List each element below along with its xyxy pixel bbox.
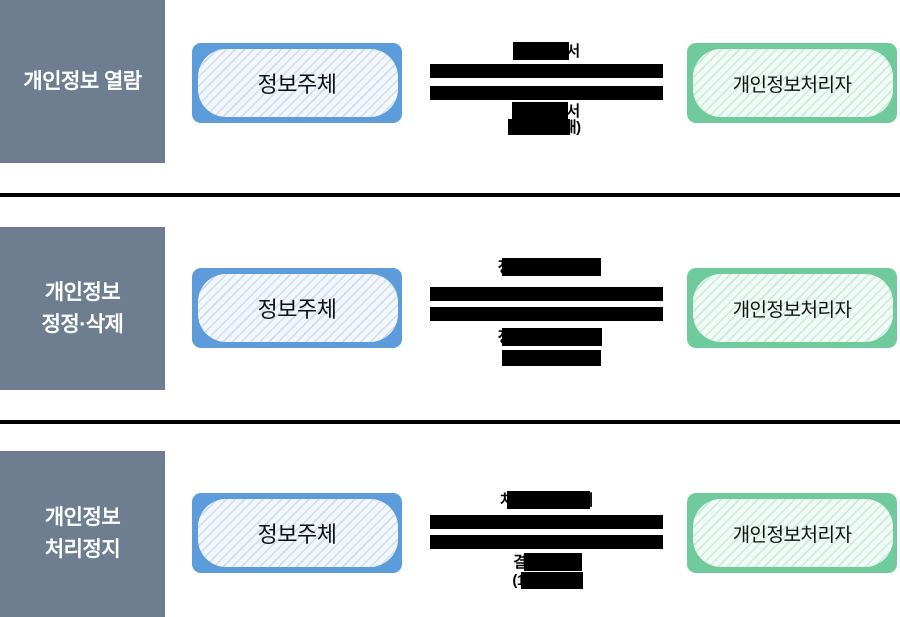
redaction-box	[502, 350, 601, 366]
response-arrow-bar	[430, 86, 663, 100]
data-subject-label: 정보주체	[257, 297, 337, 322]
redaction-box	[508, 119, 570, 135]
data-subject-label: 정보주체	[257, 522, 337, 547]
category-box-correction: 개인정보 정정·삭제	[0, 227, 165, 390]
redaction-box	[512, 102, 568, 120]
category-box-suspension: 개인정보 처리정지	[0, 451, 165, 617]
redaction-box	[502, 328, 602, 346]
hatch-fill	[198, 499, 398, 567]
message-column: 정정·삭제요구서 정정·삭제통지서	[430, 255, 663, 370]
category-box-access: 개인정보 열람	[0, 0, 165, 163]
request-arrow-bar	[430, 515, 663, 529]
redaction-box	[521, 572, 583, 589]
category-line-2: 정정·삭제	[41, 312, 124, 336]
processor-label: 개인정보처리자	[732, 74, 852, 96]
request-arrow-bar	[430, 64, 663, 78]
category-line-2: 처리정지	[44, 538, 121, 561]
hatch-fill	[693, 49, 893, 117]
response-arrow-bar	[430, 535, 663, 549]
redaction-box	[513, 42, 569, 60]
category-label: 개인정보 처리정지	[44, 502, 121, 566]
processor-label: 개인정보처리자	[732, 299, 852, 321]
data-subject-box: 정보주체	[192, 493, 402, 573]
hatch-fill	[693, 274, 893, 342]
data-subject-box: 정보주체	[192, 43, 402, 123]
processor-box: 개인정보처리자	[687, 43, 897, 123]
processor-box: 개인정보처리자	[687, 268, 897, 348]
hatch-fill	[198, 274, 398, 342]
separator-line	[0, 420, 900, 424]
processor-box: 개인정보처리자	[687, 493, 897, 573]
message-column: 열람요구서 열람통지서 (10일 이내)	[430, 40, 663, 140]
redaction-box	[502, 258, 601, 276]
redaction-box	[524, 553, 582, 571]
category-line-1: 개인정보	[44, 280, 121, 304]
category-line-1: 개인정보	[44, 506, 121, 529]
message-column: 처리정지요구서 결과통지서 (10일 이내)	[430, 488, 663, 593]
request-arrow-bar	[430, 287, 663, 301]
redaction-box	[507, 491, 590, 509]
hatch-fill	[693, 499, 893, 567]
category-label: 개인정보 열람	[23, 66, 142, 98]
category-line-1: 개인정보 열람	[23, 69, 142, 93]
response-arrow-bar	[430, 307, 663, 321]
hatch-fill	[198, 49, 398, 117]
data-subject-label: 정보주체	[257, 72, 337, 97]
data-subject-box: 정보주체	[192, 268, 402, 348]
category-label: 개인정보 정정·삭제	[42, 277, 124, 341]
processor-label: 개인정보처리자	[732, 524, 852, 546]
separator-line	[0, 193, 900, 197]
